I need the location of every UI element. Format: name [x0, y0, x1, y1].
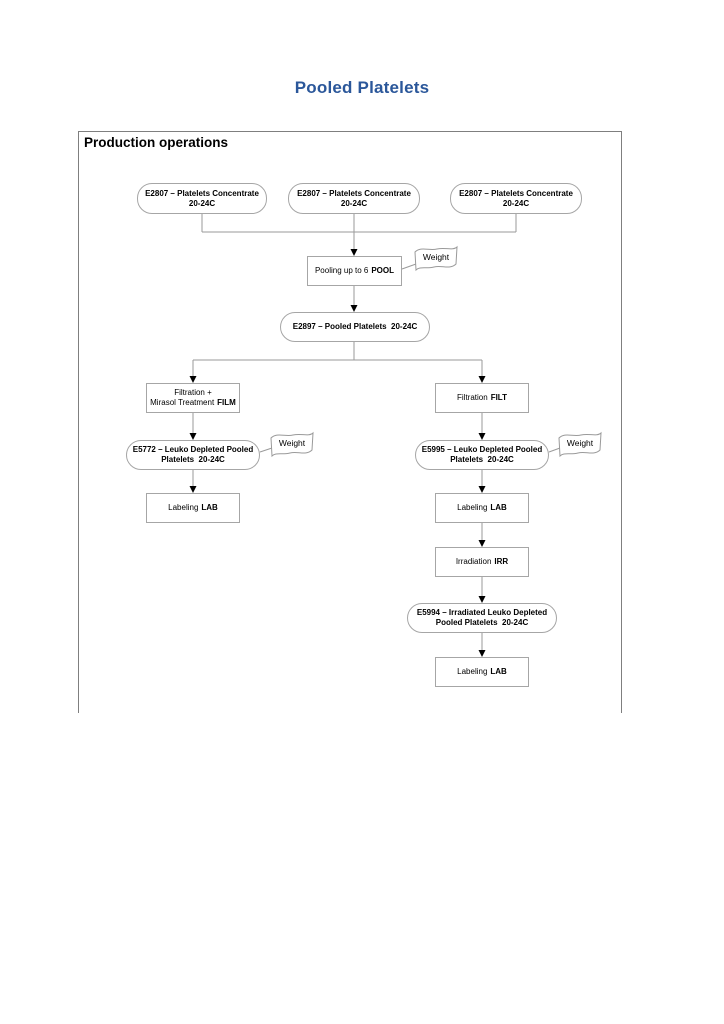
- node-label: E2807 – Platelets Concentrate: [297, 188, 411, 198]
- frame-heading: Production operations: [84, 135, 229, 150]
- node-label: E5772 – Leuko Depleted Pooled: [132, 445, 254, 454]
- node-label: 20-24C: [502, 198, 530, 208]
- node-leuko-depleted-e5772: E5772 – Leuko Depleted Pooled Platelets …: [126, 440, 260, 470]
- weight-flag-label: Weight: [567, 438, 594, 448]
- node-label: 20-24C: [340, 198, 368, 208]
- node-label: Platelets 20-24C: [450, 455, 514, 464]
- node-irradiated-leuko-depleted-e5994: E5994 – Irradiated Leuko Depleted Pooled…: [407, 603, 557, 633]
- node-platelets-concentrate-3: E2807 – Platelets Concentrate 20-24C: [450, 183, 582, 214]
- weight-flag-e5995: Weight: [558, 431, 602, 458]
- node-label: E5994 – Irradiated Leuko Depleted: [416, 608, 548, 617]
- node-label: Filtration +: [174, 388, 212, 397]
- page-title: Pooled Platelets: [294, 78, 430, 97]
- weight-flag-e5772: Weight: [270, 431, 314, 458]
- node-label: E2807 – Platelets Concentrate: [459, 188, 573, 198]
- node-label: Platelets 20-24C: [161, 455, 225, 464]
- node-pooled-platelets: E2897 – Pooled Platelets 20-24C: [280, 312, 430, 342]
- node-label: Pooled Platelets 20-24C: [435, 618, 529, 627]
- production-operations-frame: [78, 131, 622, 713]
- node-leuko-depleted-e5995: E5995 – Leuko Depleted Pooled Platelets …: [415, 440, 549, 470]
- weight-flag-label: Weight: [279, 438, 306, 448]
- weight-flag-label: Weight: [423, 252, 450, 262]
- node-platelets-concentrate-2: E2807 – Platelets Concentrate 20-24C: [288, 183, 420, 214]
- node-label: E5995 – Leuko Depleted Pooled: [421, 445, 543, 454]
- node-label: E2807 – Platelets Concentrate: [145, 188, 259, 198]
- node-label: 20-24C: [188, 198, 216, 208]
- weight-flag-pooling: Weight: [414, 245, 458, 272]
- node-label: E2897 – Pooled Platelets 20-24C: [292, 322, 418, 331]
- node-platelets-concentrate-1: E2807 – Platelets Concentrate 20-24C: [137, 183, 267, 214]
